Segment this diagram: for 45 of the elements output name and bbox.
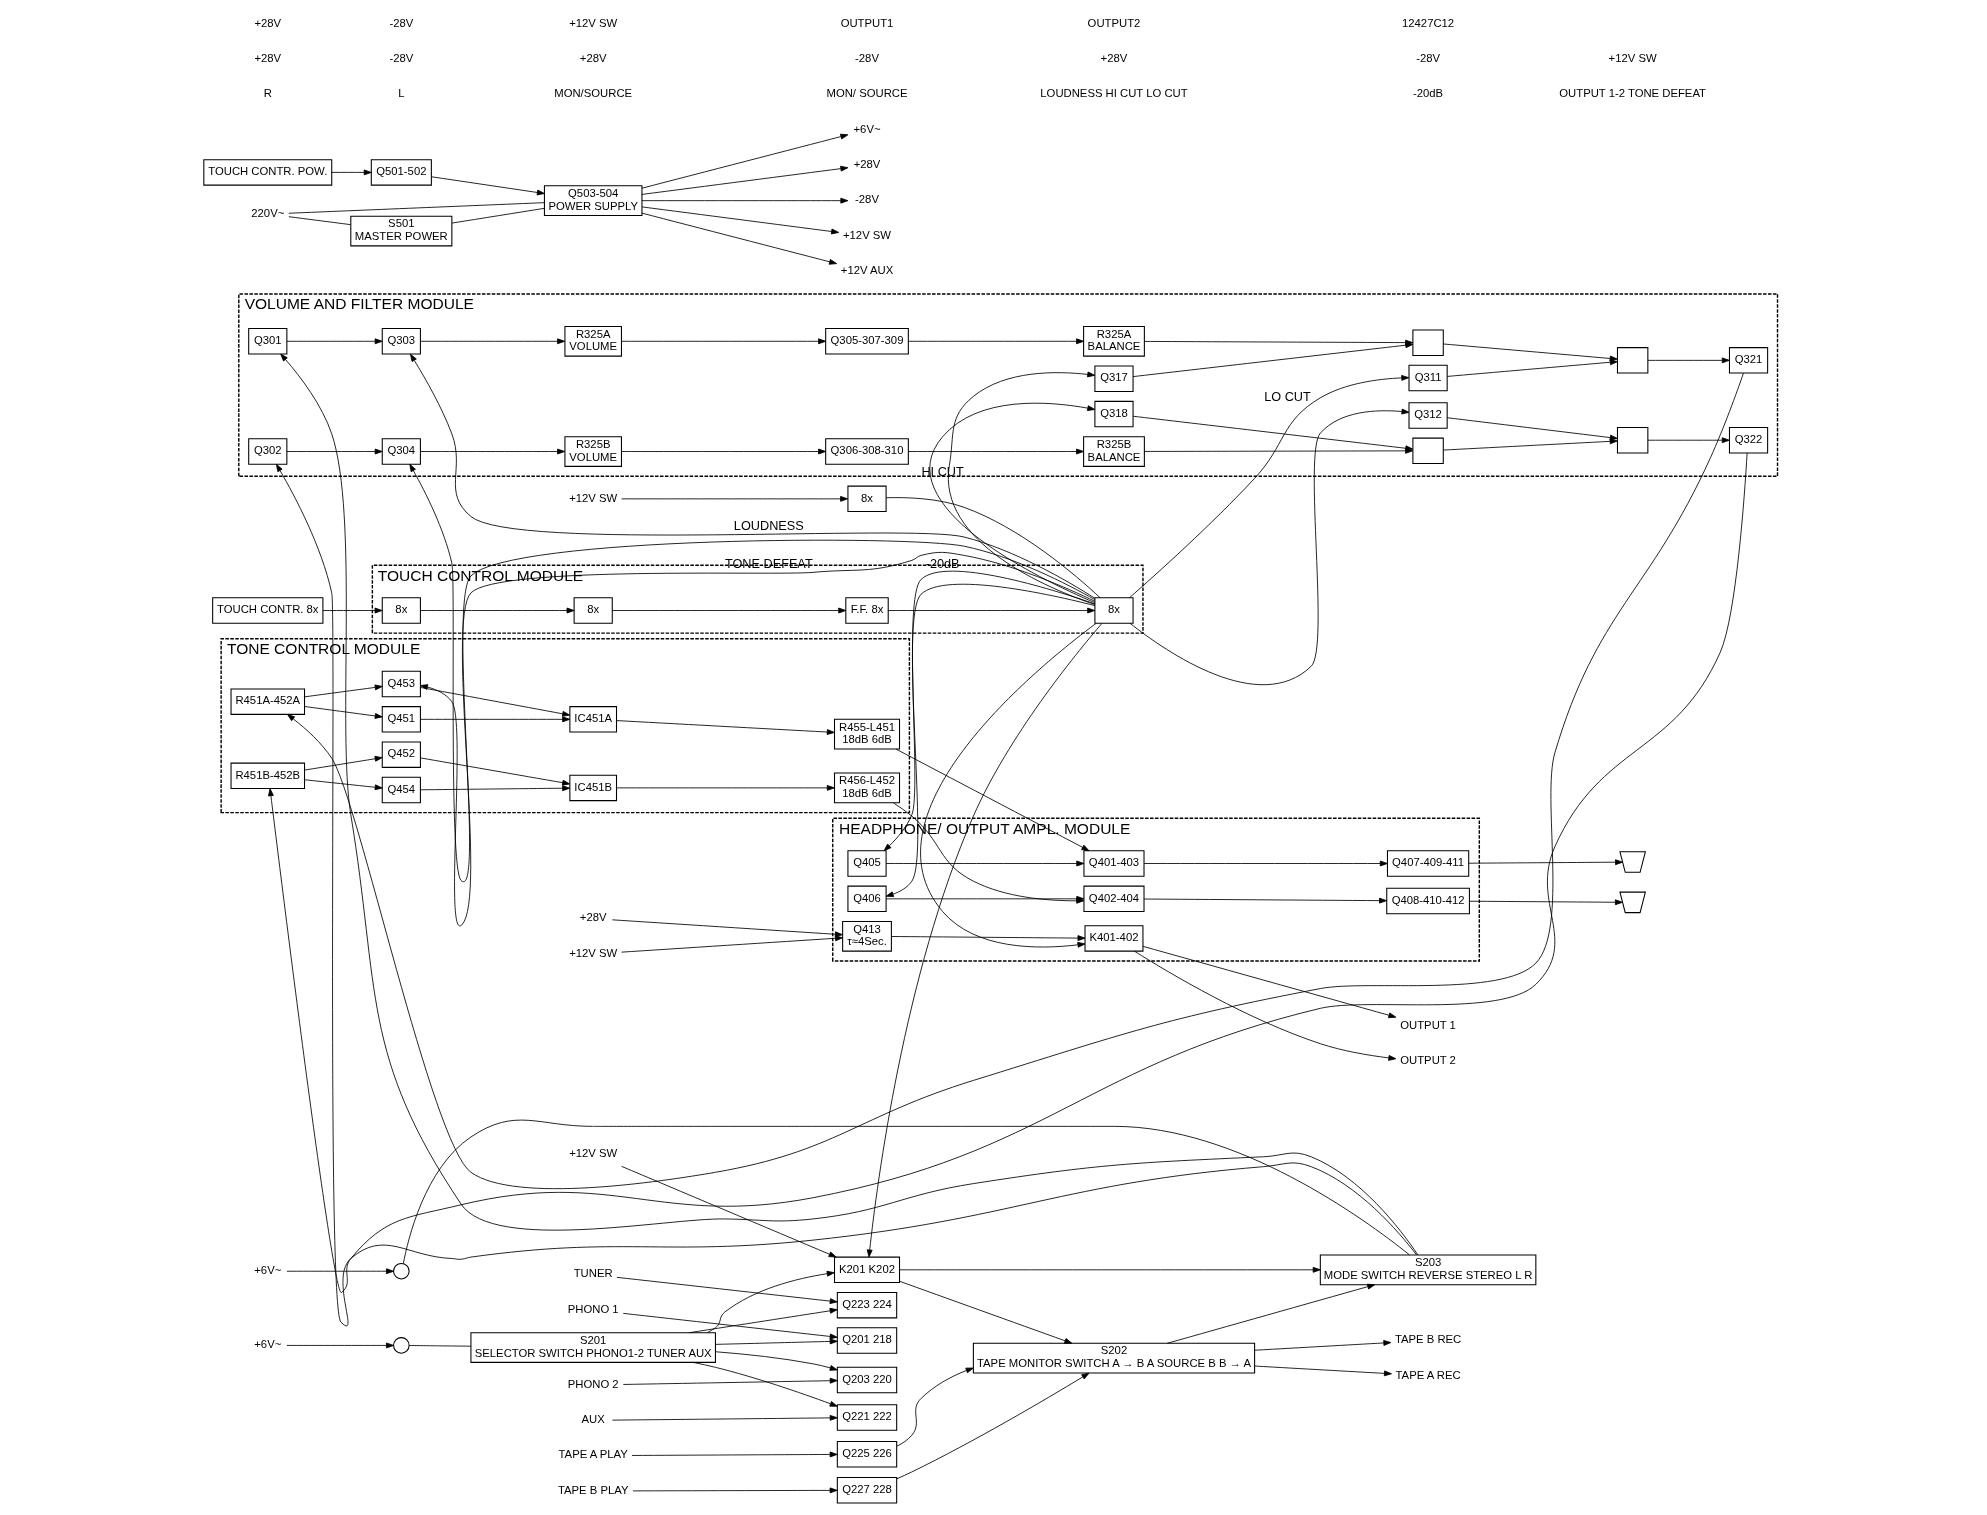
node-text: -28V	[855, 193, 879, 206]
label: -28V	[1416, 52, 1441, 65]
node-text: +12V SW	[569, 946, 618, 959]
label: OUTPUT2	[1087, 16, 1141, 29]
edge-label: LO CUT	[1264, 388, 1311, 404]
node-text: PHONO 2	[567, 1377, 619, 1390]
edge-label: LOUDNESS	[733, 518, 804, 534]
node-text: +12V SW	[842, 228, 892, 241]
node-text: TAPE A REC	[1395, 1368, 1461, 1381]
node-text: TAPE B PLAY	[557, 1483, 629, 1496]
label: -28V	[389, 52, 414, 65]
node-text: OUTPUT 2	[1400, 1054, 1456, 1067]
label: +28V	[254, 16, 282, 29]
node-text: TAPE B REC	[1394, 1333, 1462, 1346]
label: +12V SW	[1608, 52, 1657, 65]
node-text: +6V~	[254, 1263, 282, 1276]
node-text: +12V AUX	[840, 264, 894, 277]
label: -28V	[855, 52, 879, 65]
label: L	[398, 87, 405, 100]
label: MON/SOURCE	[554, 87, 633, 100]
node-text: TAPE A PLAY	[558, 1448, 628, 1461]
node-text: +6V~	[254, 1338, 282, 1351]
node-text: TUNER	[573, 1267, 613, 1280]
node-text: +12V SW	[569, 491, 618, 504]
label: +12V SW	[569, 16, 618, 29]
label: R	[263, 87, 272, 100]
label: +28V	[1100, 52, 1128, 65]
label: MON/ SOURCE	[826, 87, 908, 100]
label: OUTPUT1	[840, 16, 894, 29]
node-text: OUTPUT 1	[1400, 1018, 1456, 1031]
node-text: AUX	[581, 1413, 605, 1426]
label: OUTPUT 1-2 TONE DEFEAT	[1559, 87, 1706, 100]
label: 12427C12	[1402, 16, 1455, 29]
node-text: 220V~	[251, 206, 285, 219]
label: +28V	[254, 52, 282, 65]
label: -28V	[389, 16, 414, 29]
edge-label: HI CUT	[921, 463, 964, 479]
label: +28V	[579, 52, 607, 65]
label: LOUDNESS HI CUT LO CUT	[1040, 87, 1188, 100]
node-text: PHONO 1	[567, 1302, 619, 1315]
node-text: +6V~	[853, 122, 881, 135]
node-text: +12V SW	[569, 1147, 618, 1160]
node-text: +28V	[853, 158, 881, 171]
node-text: +28V	[579, 911, 607, 924]
label: -20dB	[1413, 87, 1444, 100]
